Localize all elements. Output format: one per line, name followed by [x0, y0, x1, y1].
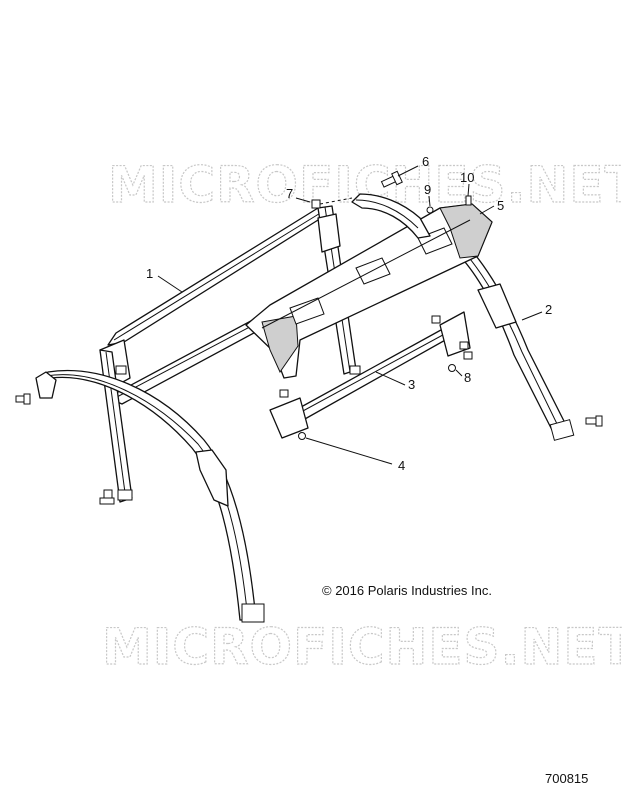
leader-2: [521, 311, 543, 321]
part-3-cross-bar: [269, 311, 473, 439]
part-6-bolt: [380, 170, 403, 188]
part-8-screw: [448, 364, 456, 372]
leader-9: [428, 195, 431, 207]
callout-5: 5: [497, 198, 504, 213]
part-10-pin: [465, 195, 472, 206]
leader-3: [375, 371, 406, 386]
part-4-rivet: [298, 432, 306, 440]
part-7-nut: [311, 197, 353, 209]
callout-7: 7: [286, 186, 293, 201]
callout-1: 1: [146, 266, 153, 281]
part-5-roof-panel: [245, 203, 493, 379]
copyright-text: © 2016 Polaris Industries Inc.: [322, 583, 492, 598]
front-left-hoop: [15, 369, 265, 623]
callout-4: 4: [398, 458, 405, 473]
callout-8: 8: [464, 370, 471, 385]
callout-2: 2: [545, 302, 552, 317]
leader-4: [305, 437, 393, 465]
leader-8: [455, 369, 463, 377]
leader-6: [397, 165, 419, 177]
callout-9: 9: [424, 182, 431, 197]
leader-5: [479, 205, 495, 215]
part-1-rear-frame: [99, 205, 357, 503]
callout-3: 3: [408, 377, 415, 392]
leader-1: [157, 275, 183, 293]
upper-grab-handle: [351, 193, 431, 239]
callout-6: 6: [422, 154, 429, 169]
leader-10: [467, 183, 470, 197]
part-2-right-hoop: [445, 231, 603, 441]
callout-10: 10: [460, 170, 474, 185]
diagram-number: 700815: [545, 771, 588, 786]
watermark-bottom: MICROFICHES.NET: [102, 618, 622, 676]
part-9-fastener: [426, 206, 434, 214]
leader-7: [295, 197, 311, 203]
